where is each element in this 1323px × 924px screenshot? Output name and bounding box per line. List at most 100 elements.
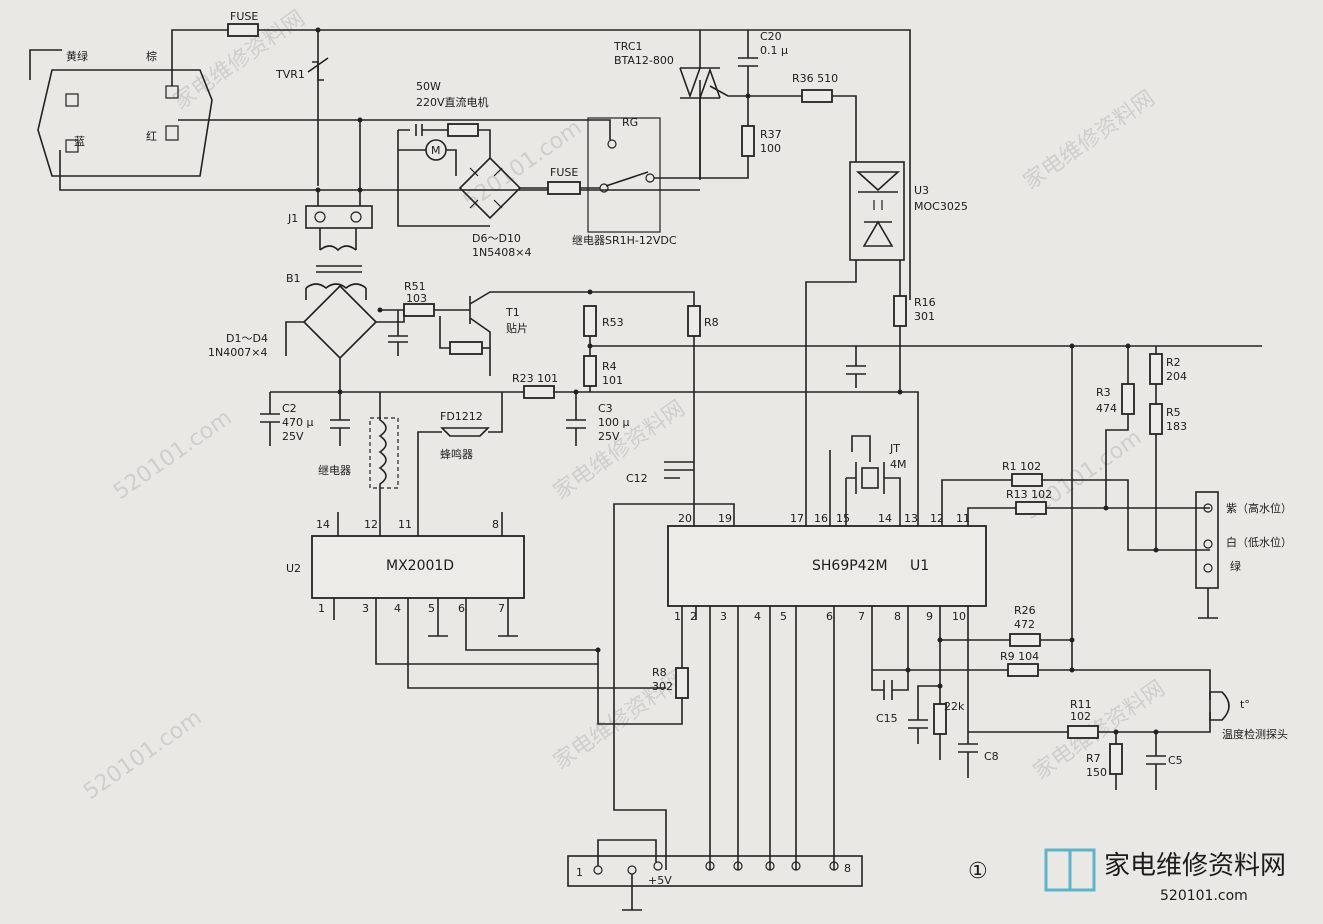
- site-logo: 家电维修资料网 520101.com: [1044, 848, 1286, 904]
- svg-text:家电维修资料网: 家电维修资料网: [1019, 86, 1160, 195]
- ic-u2-mx2001d: MX2001D U2 14 12 11 8 1 3 4 5 6 7: [286, 512, 666, 689]
- optocoupler-u3: U3 MOC3025 R16 301: [805, 161, 968, 512]
- svg-text:R16: R16: [914, 296, 936, 309]
- svg-text:183: 183: [1166, 420, 1187, 433]
- svg-text:10: 10: [952, 610, 966, 623]
- svg-text:3: 3: [720, 610, 727, 623]
- svg-text:7: 7: [858, 610, 865, 623]
- svg-text:1N5408×4: 1N5408×4: [472, 246, 531, 259]
- svg-text:R51: R51: [404, 280, 426, 293]
- svg-text:204: 204: [1166, 370, 1187, 383]
- svg-text:302: 302: [652, 680, 673, 693]
- svg-text:520101.com: 520101.com: [1160, 888, 1248, 904]
- svg-text:R9 104: R9 104: [1000, 650, 1039, 663]
- svg-text:R1 102: R1 102: [1002, 460, 1041, 473]
- svg-text:8: 8: [894, 610, 901, 623]
- svg-text:12: 12: [930, 512, 944, 525]
- svg-text:6: 6: [458, 602, 465, 615]
- svg-text:FD1212: FD1212: [440, 410, 483, 423]
- svg-text:贴片: 贴片: [506, 321, 528, 335]
- svg-text:50W: 50W: [416, 80, 441, 93]
- svg-text:M: M: [431, 144, 441, 157]
- svg-text:J1: J1: [287, 212, 298, 225]
- svg-text:R3: R3: [1096, 386, 1111, 399]
- svg-text:SH69P42M: SH69P42M: [812, 558, 888, 574]
- svg-text:7: 7: [498, 602, 505, 615]
- svg-text:8: 8: [492, 518, 499, 531]
- svg-text:B1: B1: [286, 272, 301, 285]
- temperature-sensor: R26 472 R9 104 C15 22k C8 R11 102 R7 150…: [871, 604, 1288, 790]
- svg-text:红: 红: [146, 130, 157, 143]
- svg-text:TVR1: TVR1: [275, 68, 305, 81]
- svg-text:R26: R26: [1014, 604, 1036, 617]
- svg-text:100: 100: [760, 142, 781, 155]
- svg-text:R4: R4: [602, 360, 617, 373]
- svg-text:520101.com: 520101.com: [79, 705, 206, 805]
- svg-text:103: 103: [406, 292, 427, 305]
- svg-text:黄绿: 黄绿: [66, 49, 88, 63]
- svg-text:101: 101: [602, 374, 623, 387]
- svg-text:C12: C12: [626, 472, 648, 485]
- svg-text:R7: R7: [1086, 752, 1101, 765]
- svg-text:2: 2: [690, 610, 697, 623]
- svg-text:JT: JT: [889, 442, 900, 455]
- svg-text:1N4007×4: 1N4007×4: [208, 346, 267, 359]
- svg-text:继电器: 继电器: [318, 464, 351, 477]
- svg-text:150: 150: [1086, 766, 1107, 779]
- svg-text:220V直流电机: 220V直流电机: [416, 95, 489, 109]
- svg-text:301: 301: [914, 310, 935, 323]
- svg-text:继电器SR1H-12VDC: 继电器SR1H-12VDC: [572, 234, 677, 247]
- svg-text:9: 9: [926, 610, 933, 623]
- svg-text:12: 12: [364, 518, 378, 531]
- svg-text:1: 1: [674, 610, 681, 623]
- svg-text:470 μ: 470 μ: [282, 416, 314, 429]
- svg-text:R37: R37: [760, 128, 782, 141]
- rectifier-bridge-supply: D1～D4 1N4007×4 R51 103: [208, 280, 470, 395]
- svg-text:T1: T1: [505, 306, 520, 319]
- svg-text:15: 15: [836, 512, 850, 525]
- svg-text:D6～D10: D6～D10: [472, 232, 521, 245]
- svg-text:RG: RG: [622, 116, 638, 129]
- svg-text:17: 17: [790, 512, 804, 525]
- svg-text:11: 11: [398, 518, 412, 531]
- triac: TRC1 BTA12-800 C20 0.1 μ R36 510 R37 100: [613, 30, 857, 180]
- svg-text:TRC1: TRC1: [613, 40, 643, 53]
- svg-text:1: 1: [576, 866, 583, 879]
- svg-text:R8: R8: [704, 316, 719, 329]
- svg-text:R23 101: R23 101: [512, 372, 558, 385]
- svg-text:20: 20: [678, 512, 692, 525]
- svg-text:U3: U3: [914, 184, 929, 197]
- svg-text:C8: C8: [984, 750, 999, 763]
- svg-text:C20: C20: [760, 30, 782, 43]
- svg-text:R8: R8: [652, 666, 667, 679]
- svg-text:绿: 绿: [1230, 559, 1241, 573]
- svg-text:MOC3025: MOC3025: [914, 200, 968, 213]
- svg-text:R2: R2: [1166, 356, 1181, 369]
- svg-text:4: 4: [754, 610, 761, 623]
- svg-text:3: 3: [362, 602, 369, 615]
- svg-text:5: 5: [780, 610, 787, 623]
- svg-text:16: 16: [814, 512, 828, 525]
- svg-text:t°: t°: [1240, 698, 1250, 711]
- svg-text:FUSE: FUSE: [230, 10, 258, 23]
- svg-text:R53: R53: [602, 316, 624, 329]
- svg-text:棕: 棕: [146, 49, 157, 63]
- svg-text:102: 102: [1070, 710, 1091, 723]
- svg-text:13: 13: [904, 512, 918, 525]
- crystal-jt: JT 4M: [829, 435, 907, 512]
- svg-text:19: 19: [718, 512, 732, 525]
- svg-text:U2: U2: [286, 562, 301, 575]
- water-level-sensor: R3 474 R2 204 R5 183 R1 102 R13 102 紫（高水…: [941, 343, 1292, 670]
- svg-text:0.1 μ: 0.1 μ: [760, 44, 788, 57]
- fuse-main: [227, 23, 259, 37]
- svg-text:25V: 25V: [598, 430, 620, 443]
- svg-text:4: 4: [394, 602, 401, 615]
- svg-text:C5: C5: [1168, 754, 1183, 767]
- svg-text:R5: R5: [1166, 406, 1181, 419]
- bottom-connector: 1 +5V 8: [567, 839, 863, 911]
- svg-text:U1: U1: [910, 558, 929, 574]
- svg-text:R11: R11: [1070, 698, 1092, 711]
- svg-text:紫（高水位）: 紫（高水位）: [1226, 501, 1292, 515]
- svg-text:家电维修资料网: 家电维修资料网: [1104, 851, 1286, 881]
- svg-text:蜂鸣器: 蜂鸣器: [440, 447, 473, 461]
